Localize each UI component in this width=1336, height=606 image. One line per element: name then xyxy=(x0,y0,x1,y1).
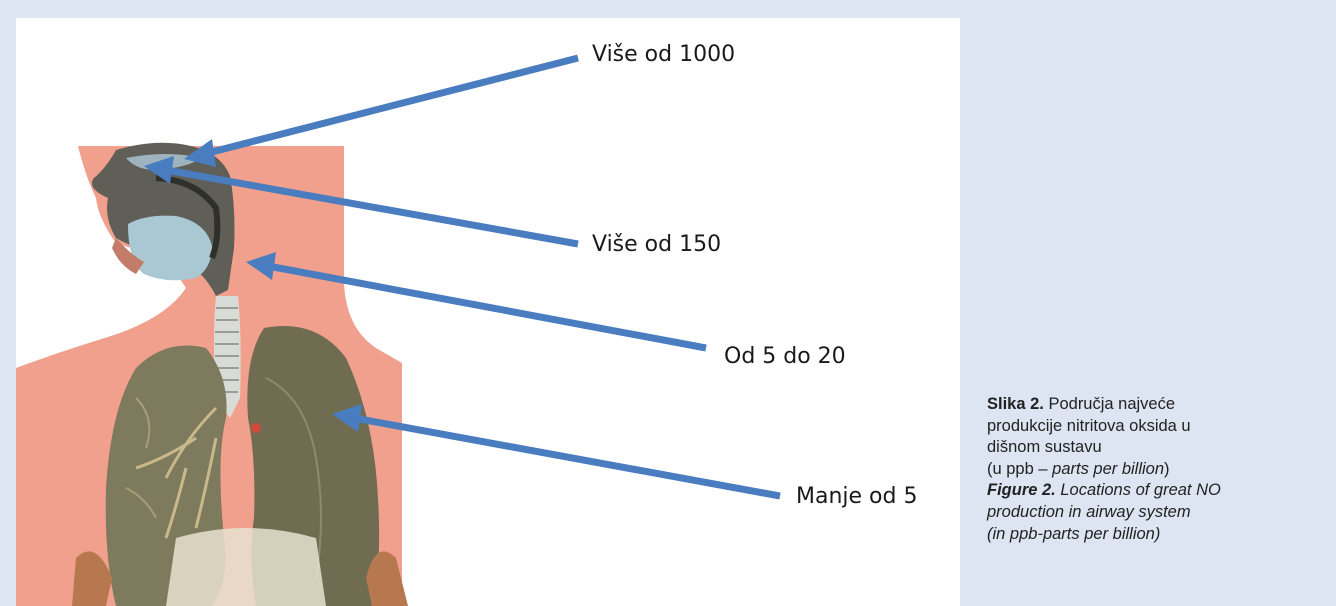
caption-hr-unit-prefix: (u ppb – xyxy=(987,460,1052,478)
caption-hr-title: Slika 2. xyxy=(987,395,1044,413)
figure-panel: Više od 1000 Više od 150 Od 5 do 20 Manj… xyxy=(16,18,960,606)
figure-caption: Slika 2. Područja najveće produkcije nit… xyxy=(987,394,1327,545)
caption-en-text-2: production in airway system xyxy=(987,503,1191,521)
caption-hr-unit-italic: parts per billion xyxy=(1052,460,1164,478)
arrow-lungs xyxy=(354,418,780,496)
label-trachea-value: Od 5 do 20 xyxy=(724,344,846,369)
label-nose-value: Više od 1000 xyxy=(592,42,735,67)
caption-hr-text-2: produkcije nitritova oksida u xyxy=(987,417,1191,435)
caption-hr-text-1: Područja najveće xyxy=(1044,395,1175,413)
caption-en-title: Figure 2. xyxy=(987,481,1056,499)
anatomy-illustration xyxy=(16,18,960,606)
caption-hr-unit-suffix: ) xyxy=(1164,460,1170,478)
caption-hr-text-3: dišnom sustavu xyxy=(987,438,1102,456)
caption-english: Figure 2. Locations of great NO producti… xyxy=(987,480,1327,545)
caption-croatian: Slika 2. Područja najveće produkcije nit… xyxy=(987,394,1327,480)
arrow-nose xyxy=(204,58,578,154)
label-paranasal-value: Više od 150 xyxy=(592,232,721,257)
caption-en-text-3: (in ppb-parts per billion) xyxy=(987,525,1160,543)
caption-en-text-1: Locations of great NO xyxy=(1056,481,1221,499)
label-lungs-value: Manje od 5 xyxy=(796,484,917,509)
